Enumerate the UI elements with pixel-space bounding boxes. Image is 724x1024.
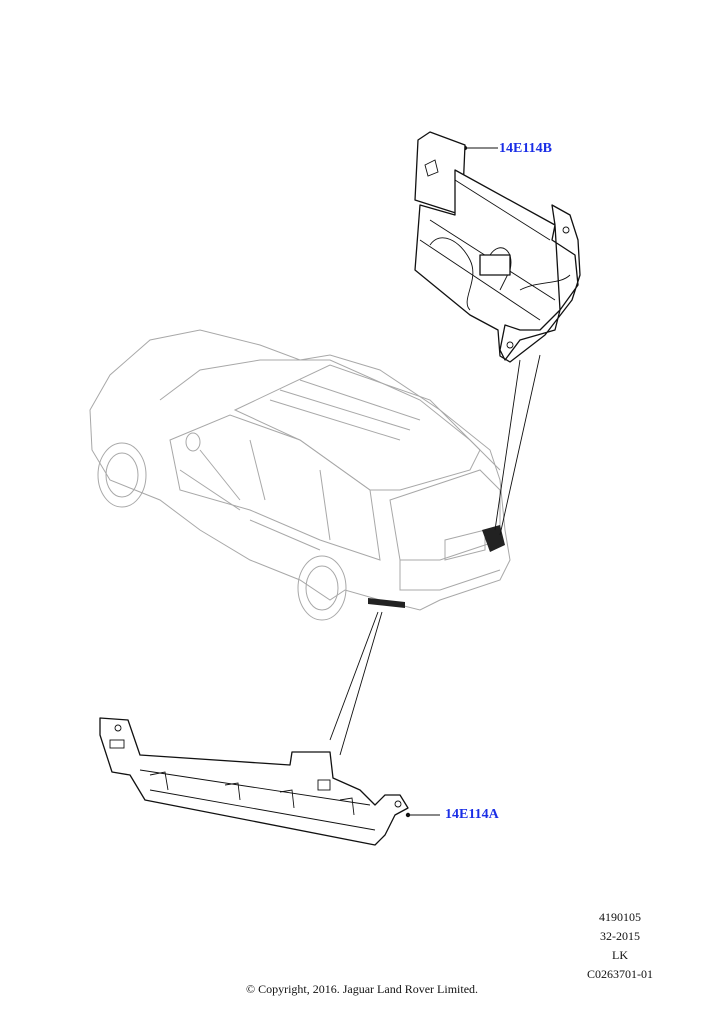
reference-initials: LK (612, 948, 628, 962)
leader-lines (329, 145, 541, 818)
copyright-notice: © Copyright, 2016. Jaguar Land Rover Lim… (245, 982, 479, 996)
vehicle-illustration (89, 329, 511, 621)
diagram-reference-block: 4190105 32-2015 LK C0263701-01 (580, 908, 660, 984)
callout-14E114A[interactable]: 14E114A (445, 807, 499, 822)
reference-date-code: 32-2015 (600, 929, 640, 943)
bracket-14E114B-illustration (414, 131, 581, 363)
illustration-code: C0263701-01 (587, 967, 653, 981)
bracket-14E114A-illustration (99, 717, 409, 846)
callout-14E114B[interactable]: 14E114B (499, 141, 552, 156)
reference-number: 4190105 (599, 910, 641, 924)
